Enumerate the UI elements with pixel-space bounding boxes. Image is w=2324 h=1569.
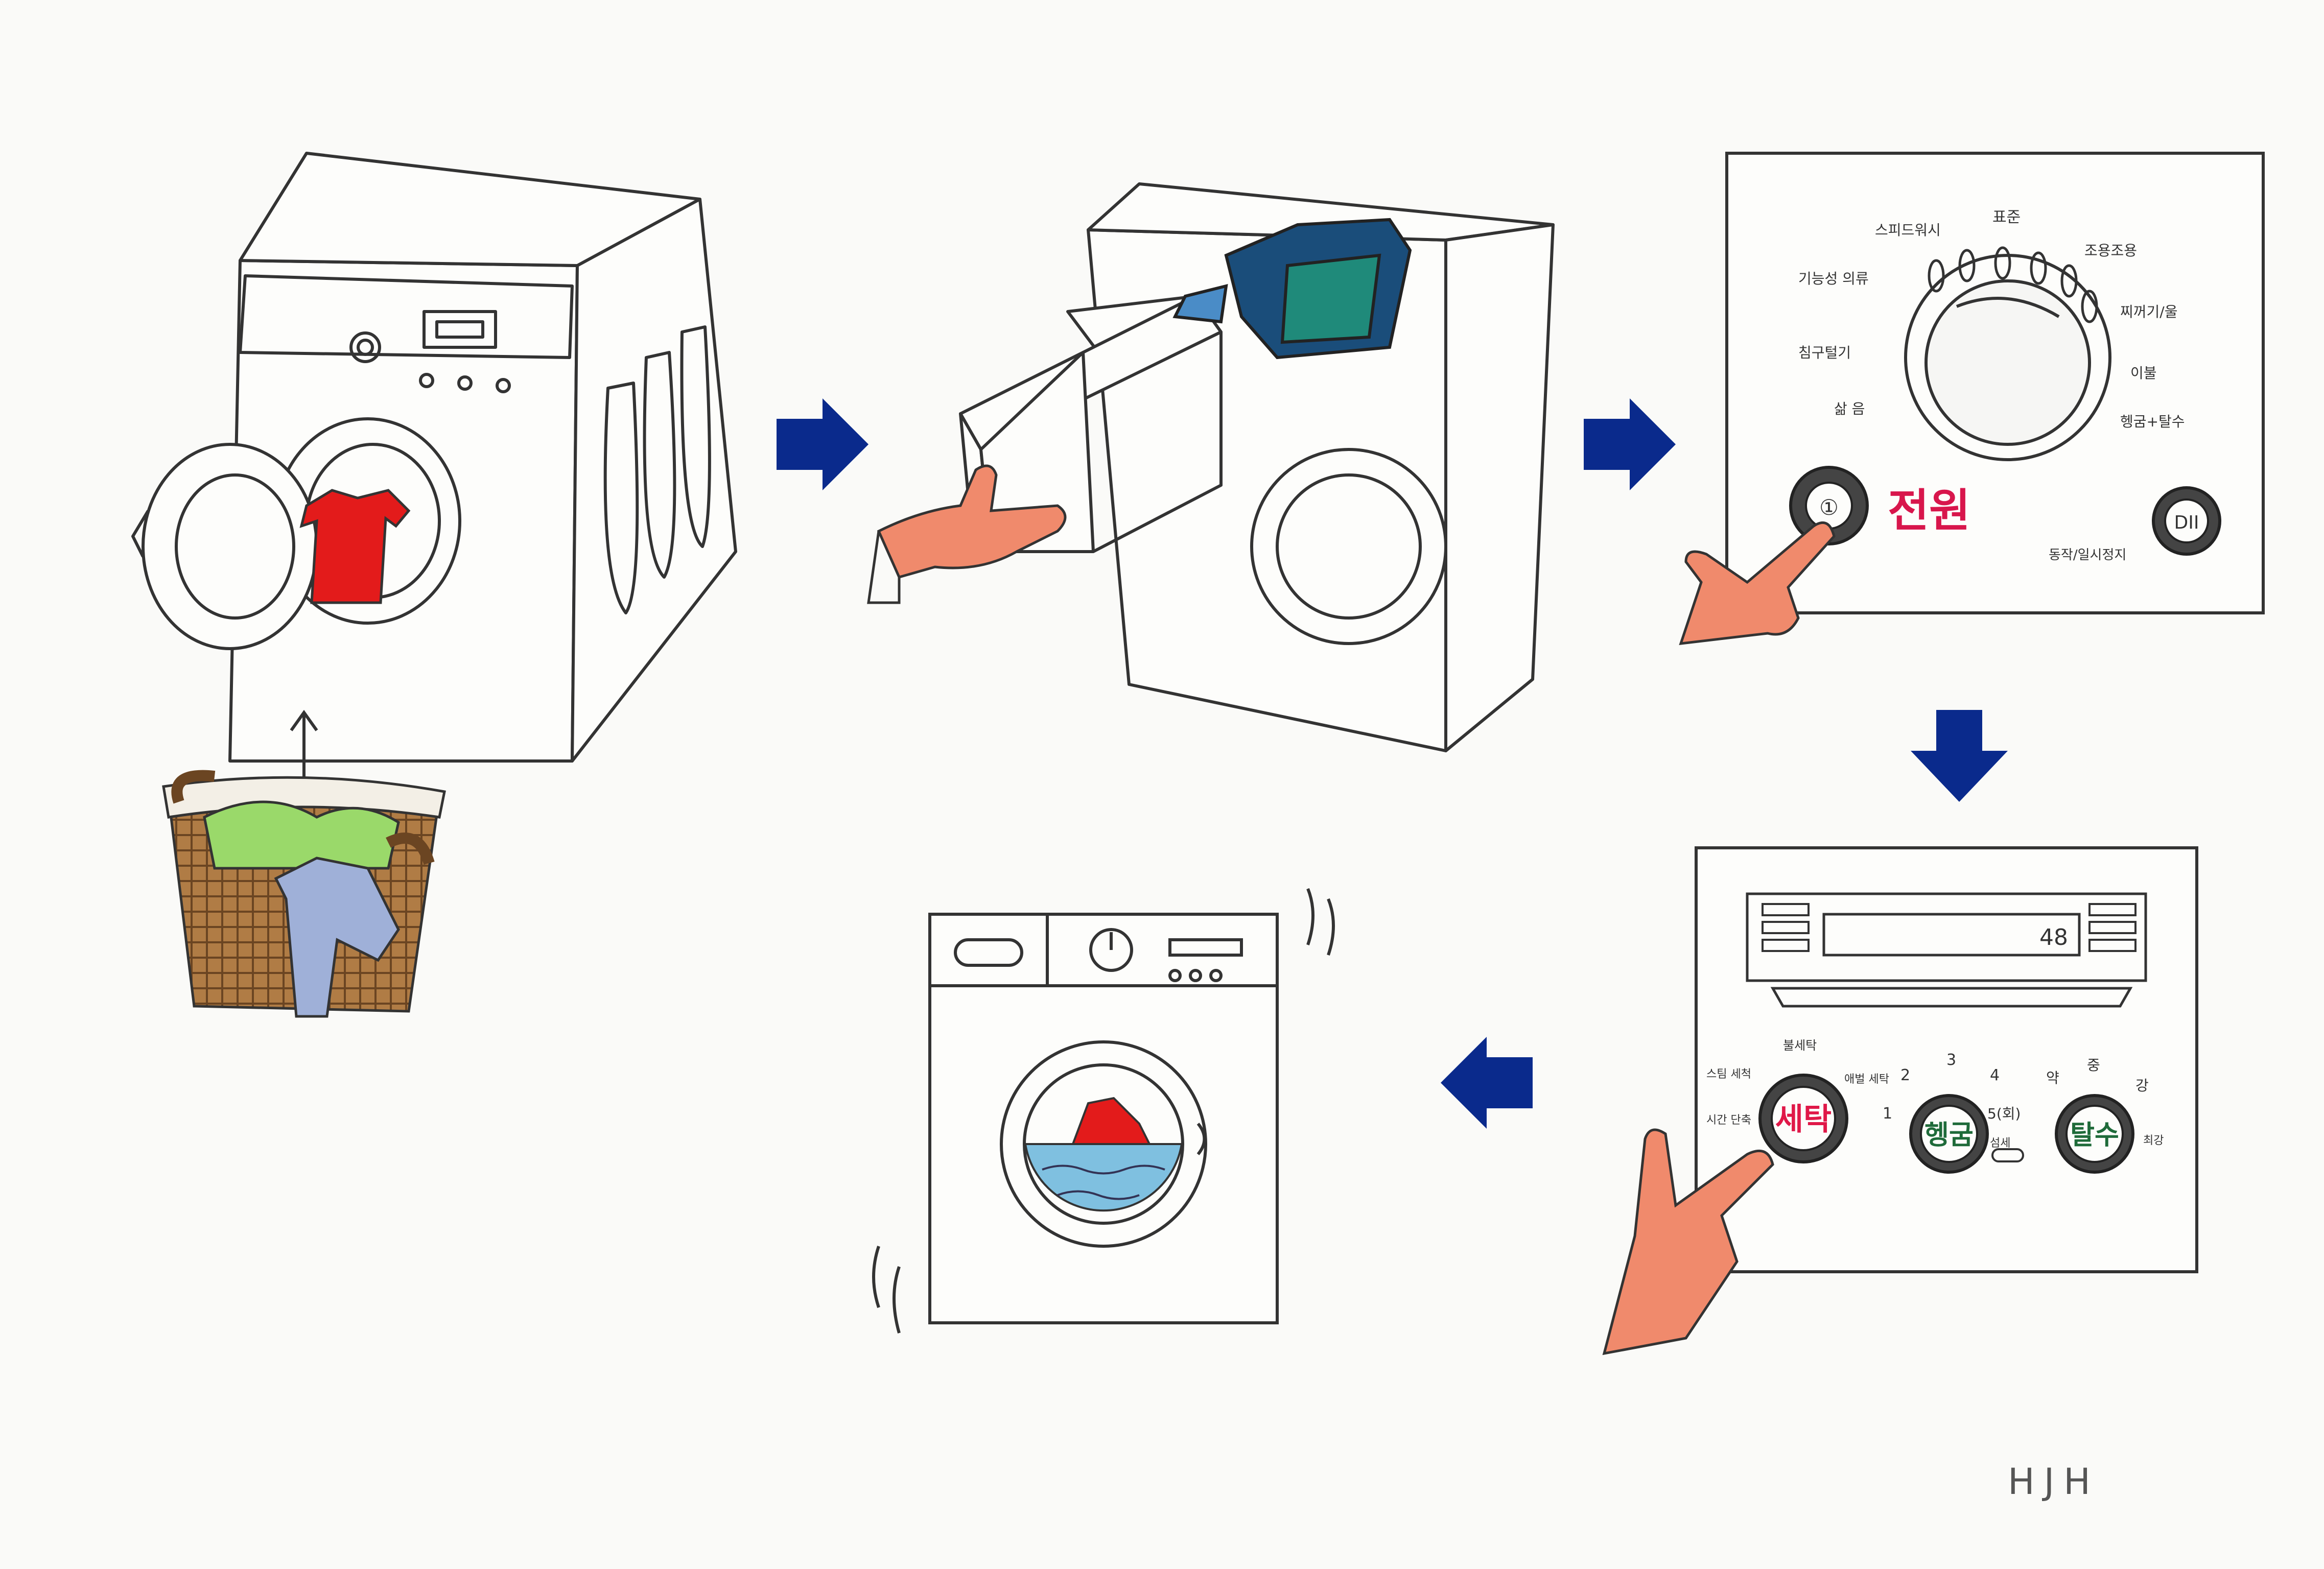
program-label-quiet: 조용조용 — [2084, 242, 2137, 259]
program-label-bedding: 침구털기 — [1798, 344, 1851, 361]
program-label-functional: 기능성 의류 — [1798, 270, 1869, 287]
spin-label: 탈수 — [2070, 1120, 2119, 1151]
wash-option-pre: 애벌 세탁 — [1844, 1073, 1889, 1086]
step-arrow-left — [1441, 1037, 1533, 1129]
rinse-count-2: 2 — [1900, 1066, 1910, 1084]
rinse-extra-toggle[interactable] — [1991, 1148, 2024, 1162]
program-label-rinse-spin: 헹굼+탈수 — [2120, 413, 2185, 430]
program-label-blanket: 이불 — [2130, 365, 2157, 382]
step4-options-panel: 48 세탁 스팀 세척 시간 단축 불세탁 애벌 세탁 헹굼 1 2 3 4 5… — [1695, 846, 2198, 1273]
rinse-count-5: 5(회) — [1987, 1105, 2021, 1122]
spin-extra: 최강 — [2143, 1134, 2164, 1147]
power-label: 전원 — [1888, 484, 1970, 537]
wash-option-top: 불세탁 — [1783, 1038, 1817, 1053]
display-value: 48 — [2039, 924, 2068, 950]
rinse-count-4: 4 — [1990, 1066, 2000, 1084]
pointing-hand-icon-2 — [1602, 1128, 1774, 1356]
rinse-label: 헹굼 — [1924, 1120, 1974, 1151]
red-shirt-in-drum-icon — [1071, 1097, 1152, 1145]
program-label-wool: 찌꺼기/울 — [2120, 303, 2177, 320]
power-symbol: ① — [1819, 495, 1839, 520]
step-arrow-down — [1911, 710, 2008, 802]
step2-washer-add-detergent — [959, 182, 1555, 752]
laundry-basket-icon — [162, 770, 446, 1018]
spin-level-high: 강 — [2135, 1077, 2149, 1094]
rinse-count-3: 3 — [1946, 1051, 1956, 1069]
start-pause-label: 동작/일시정지 — [2049, 548, 2126, 563]
hand-icon — [877, 464, 1067, 579]
start-pause-symbol: DII — [2174, 512, 2199, 533]
spin-level-low: 약 — [2046, 1069, 2059, 1086]
detergent-bottle-icon — [1172, 218, 1412, 360]
artist-signature: HJH — [2008, 1461, 2100, 1503]
wash-option-short: 시간 단축 — [1706, 1114, 1751, 1127]
display-window — [1822, 913, 2081, 957]
step-arrow-right-1 — [777, 398, 868, 490]
rinse-extra: 섬세 — [1990, 1137, 2010, 1150]
wash-label: 세탁 — [1775, 1102, 1832, 1137]
step3-power-panel: 스피드워시 기능성 의류 침구털기 삶 음 표준 조용조용 찌꺼기/울 이불 헹… — [1725, 152, 2265, 614]
program-label-speedwash: 스피드워시 — [1875, 222, 1941, 239]
program-label-boil: 삶 음 — [1834, 400, 1865, 417]
spin-level-mid: 중 — [2087, 1057, 2100, 1074]
program-label-standard: 표준 — [1992, 208, 2021, 226]
rinse-count-1: 1 — [1883, 1105, 1892, 1123]
red-shirt-icon — [299, 489, 411, 604]
step1-washer-load-clothes — [131, 152, 737, 763]
wash-option-steam: 스팀 세척 — [1706, 1068, 1751, 1081]
step-arrow-right-2 — [1584, 398, 1676, 490]
arrow-up-icon — [290, 709, 318, 781]
dial-ticks — [1928, 246, 2098, 323]
pointing-hand-icon — [1679, 521, 1836, 645]
